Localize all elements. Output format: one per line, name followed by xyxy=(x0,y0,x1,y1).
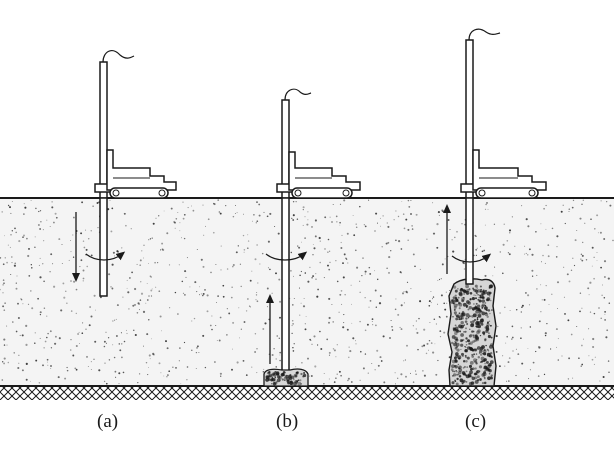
panel-b-machine-body xyxy=(288,151,361,191)
panel-b-hose xyxy=(284,88,312,101)
panel-a-drill-rod xyxy=(99,197,108,297)
panel-c-mast xyxy=(465,39,474,199)
panel-b-drill-rod xyxy=(281,197,290,377)
panel-c-grout-texture xyxy=(450,284,494,386)
panel-b-grout-texture xyxy=(265,370,307,386)
panel-c-rotation-arrow xyxy=(451,253,492,263)
panel-c-drill-rod xyxy=(465,197,474,285)
panel-label-c: (c) xyxy=(465,411,486,432)
panel-c-rig xyxy=(443,28,547,387)
panel-c-hose xyxy=(468,28,501,41)
panel-label-a: (a) xyxy=(97,411,118,432)
panel-a-mast xyxy=(99,61,108,199)
panel-a-rotation-arrow xyxy=(85,251,126,261)
bedrock-hatch xyxy=(0,386,614,400)
panel-c-machine-body xyxy=(472,149,547,191)
panel-a-hose xyxy=(102,50,135,63)
panel-c-tracks xyxy=(475,187,539,199)
soil-layer xyxy=(0,198,614,386)
panel-a-rig xyxy=(72,50,177,297)
panel-b-rotation-arrow xyxy=(265,251,308,261)
panel-b-tracks xyxy=(291,187,353,199)
panel-b-rig xyxy=(263,88,361,387)
panel-a-tracks xyxy=(109,187,169,199)
panel-label-b: (b) xyxy=(276,411,298,432)
panel-a-machine-body xyxy=(106,149,177,191)
